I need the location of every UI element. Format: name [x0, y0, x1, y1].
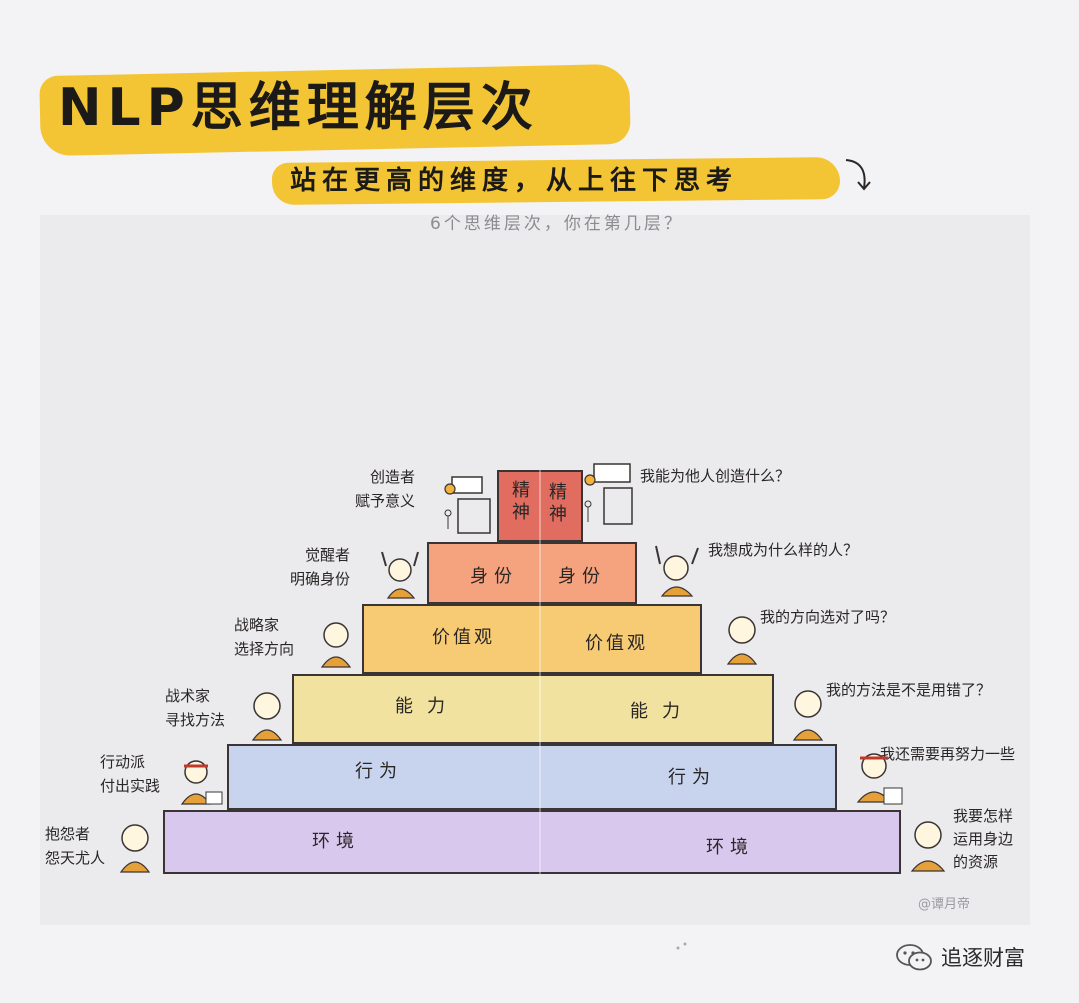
tier-label-environment-right: 环境: [706, 837, 754, 858]
tier-label-ability-right: 能力: [630, 701, 694, 722]
note-tactician: 战术家 寻找方法: [165, 687, 226, 729]
note-question-behavior: 我还需要再努力一些: [880, 745, 1016, 763]
tier-label-behavior-left: 行为: [355, 761, 403, 782]
tier-label-environment-left: 环境: [312, 831, 360, 852]
tier-label-identity-right: 身份: [558, 566, 606, 587]
note-question-environment: 我要怎样 运用身边 的资源: [953, 807, 1014, 871]
tier-behavior: [227, 744, 837, 810]
values-figure-icon: [726, 616, 758, 665]
tier-label-ability-left: 能力: [395, 696, 459, 717]
creator-figure-right-icon: [584, 463, 633, 525]
tier-identity: [427, 542, 637, 604]
dots-decoration: [676, 942, 687, 950]
tier-label-spirit-right: 精神: [546, 482, 567, 526]
actor-figure-icon: [180, 760, 223, 805]
tier-label-identity-left: 身份: [470, 566, 518, 587]
tier-label-behavior-right: 行为: [668, 767, 716, 788]
complainer-figure-icon: [119, 824, 151, 873]
tier-label-values-left: 价值观: [432, 627, 495, 648]
environment-figure-icon: [910, 821, 946, 872]
strategist-figure-icon: [320, 622, 352, 668]
signature: @谭月帝: [918, 897, 971, 912]
note-question-values: 我的方向选对了吗？: [760, 608, 896, 626]
note-question-identity: 我想成为什么样的人？: [708, 541, 859, 559]
page-title: NLP思维理解层次: [58, 78, 539, 138]
ability-figure-icon: [792, 690, 824, 741]
note-strategist: 战略家 选择方向: [234, 616, 295, 658]
pyramid-fold-line: [539, 470, 541, 874]
wechat-icon: [896, 944, 932, 971]
tier-values: [362, 604, 702, 674]
note-actor: 行动派 付出实践: [100, 753, 161, 795]
tactician-figure-icon: [251, 692, 283, 741]
note-question-ability: 我的方法是不是用错了？: [826, 681, 992, 699]
identity-figure-icon: [655, 545, 699, 597]
page-subtitle: 站在更高的维度，从上往下思考: [290, 166, 739, 196]
note-awakener: 觉醒者 明确身份: [290, 546, 351, 588]
tier-environment: [163, 810, 901, 874]
tier-label-spirit-left: 精神: [509, 480, 530, 524]
tier-ability: [292, 674, 774, 744]
note-creator: 创造者 赋予意义: [355, 468, 416, 510]
behavior-figure-icon: [856, 753, 903, 805]
note-complainer: 抱怨者 怨天尤人: [45, 825, 106, 867]
tier-spirit: [497, 470, 583, 542]
brand-name: 追逐财富: [941, 946, 1025, 970]
brand-watermark: 追逐财富: [895, 940, 1025, 974]
awakener-figure-icon: [381, 551, 419, 599]
question-text: 6个思维层次，你在第几层？: [430, 214, 684, 234]
arrow-down-icon: [845, 159, 871, 191]
note-question-spirit: 我能为他人创造什么？: [640, 467, 791, 485]
creator-figure-icon: [444, 476, 491, 534]
tier-label-values-right: 价值观: [585, 633, 648, 654]
